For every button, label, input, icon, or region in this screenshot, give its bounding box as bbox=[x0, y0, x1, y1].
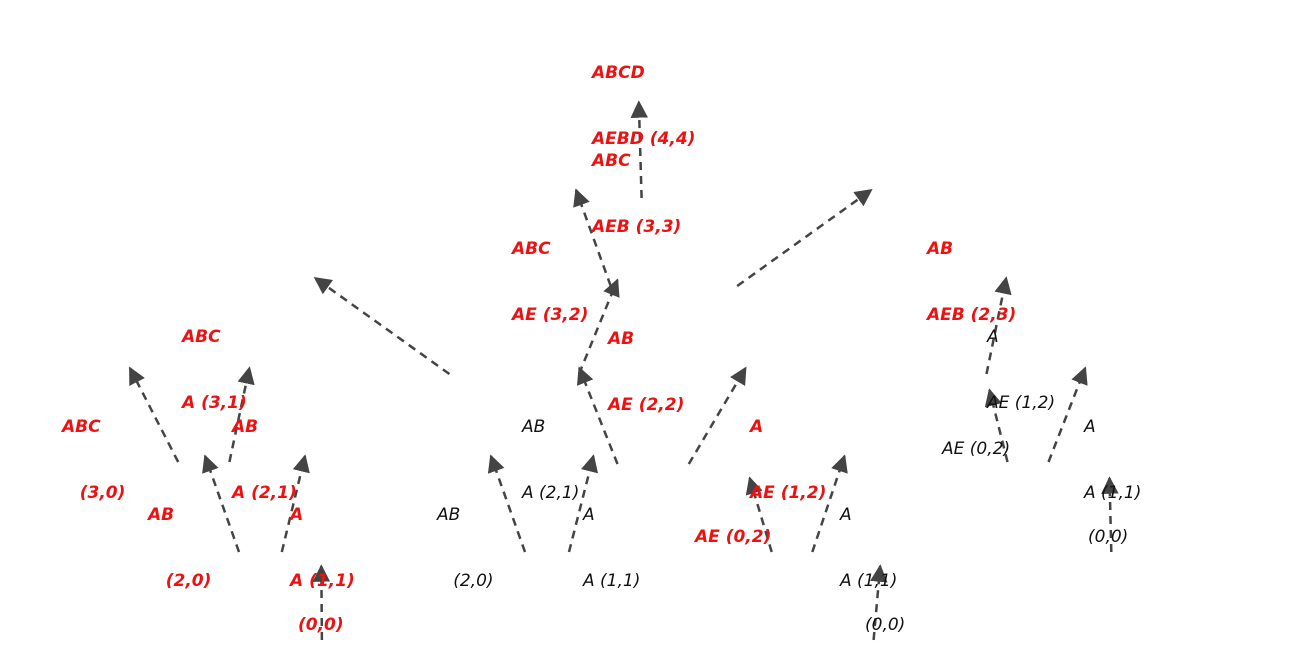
tree-edge-arrow bbox=[985, 276, 1012, 375]
tree-edge-arrow bbox=[870, 564, 888, 641]
node-line-1: ABCD bbox=[592, 63, 645, 83]
node-line-1: (0,0) bbox=[298, 615, 344, 635]
tree-edge-arrow bbox=[630, 100, 649, 199]
node-line-2: A (1,1) bbox=[1084, 483, 1142, 503]
node-line-2: AE (1,2) bbox=[750, 483, 827, 503]
node-line-1: A bbox=[750, 417, 764, 437]
tree-node: ABC AEB (3,3) bbox=[592, 106, 681, 282]
tree-edge-arrow bbox=[128, 366, 180, 463]
node-line-2: A (1,1) bbox=[290, 571, 355, 591]
node-line-1: A bbox=[290, 505, 304, 525]
node-line-2: AE (1,2) bbox=[987, 393, 1056, 413]
tree-edge-arrow bbox=[573, 188, 612, 287]
node-line-1: AB bbox=[437, 505, 461, 525]
node-line-2: A (2,1) bbox=[232, 483, 297, 503]
tree-node-leaf: (0,0) bbox=[298, 570, 344, 658]
node-line-2: AE (3,2) bbox=[512, 305, 589, 325]
node-line-1: AE (0,2) bbox=[942, 439, 1011, 459]
node-line-2: AEBD (4,4) bbox=[592, 129, 696, 149]
node-line-2: A (1,1) bbox=[583, 571, 641, 591]
tree-edge-arrow bbox=[487, 454, 527, 553]
node-line-2: A (2,1) bbox=[522, 483, 580, 503]
tree-edge-arrow bbox=[1047, 366, 1088, 463]
node-line-1: (0,0) bbox=[865, 615, 906, 635]
node-line-1: ABC bbox=[512, 239, 551, 259]
node-line-2: (2,0) bbox=[437, 571, 494, 591]
tree-node: A A (1,1) bbox=[290, 460, 355, 636]
tree-node: AB AEB (2,3) bbox=[927, 194, 1016, 370]
node-line-1: (0,0) bbox=[1088, 527, 1129, 547]
tree-node: A A (1,1) bbox=[1084, 372, 1141, 548]
tree-node: AB A (2,1) bbox=[232, 372, 297, 548]
tree-edge-arrow bbox=[1101, 476, 1119, 553]
node-line-2: A (3,1) bbox=[182, 393, 247, 413]
tree-edge-arrow bbox=[202, 454, 241, 553]
tree-edge-arrow bbox=[312, 564, 331, 641]
tree-edge-arrow bbox=[567, 454, 599, 553]
node-line-1: A bbox=[583, 505, 595, 525]
node-line-1: ABC bbox=[182, 327, 221, 347]
node-line-2: AEB (2,3) bbox=[927, 305, 1017, 325]
node-line-1: AB bbox=[232, 417, 259, 437]
node-line-2: A (1,1) bbox=[840, 571, 898, 591]
node-line-1: ABC bbox=[592, 151, 631, 171]
tree-node: AB A (2,1) bbox=[522, 372, 579, 548]
tree-node: AB AE (2,2) bbox=[608, 284, 684, 460]
tree-node-leaf: (0,0) bbox=[865, 570, 905, 658]
tree-edge-arrow bbox=[576, 366, 619, 465]
tree-node: A AE (1,2) bbox=[987, 282, 1055, 458]
node-line-1: AB bbox=[148, 505, 175, 525]
tree-edge-arrow bbox=[313, 276, 451, 376]
tree-node: AB (2,0) bbox=[148, 460, 211, 636]
tree-node: ABC (3,0) bbox=[62, 372, 125, 548]
tree-edge-arrow bbox=[984, 388, 1009, 463]
node-line-2: (3,0) bbox=[62, 483, 126, 503]
node-line-1: ABC bbox=[62, 417, 101, 437]
tree-node: AE (0,2) bbox=[942, 394, 1010, 504]
tree-edge-arrow bbox=[811, 454, 848, 553]
node-line-1: AB bbox=[522, 417, 546, 437]
tree-node: AB (2,0) bbox=[437, 460, 494, 636]
node-line-2: AE (2,2) bbox=[608, 395, 685, 415]
node-line-1: AE (0,2) bbox=[695, 527, 772, 547]
tree-node: AE (0,2) bbox=[695, 482, 771, 592]
tree-node: A A (1,1) bbox=[583, 460, 640, 636]
tree-edge-arrow bbox=[736, 188, 873, 288]
tree-edge-arrow bbox=[687, 366, 747, 465]
node-line-1: AB bbox=[608, 329, 635, 349]
tree-node: ABC AE (3,2) bbox=[512, 194, 588, 370]
tree-edge-arrow bbox=[577, 278, 620, 375]
node-line-1: AB bbox=[927, 239, 954, 259]
tree-node-root: ABCD AEBD (4,4) bbox=[592, 18, 695, 194]
node-line-2: AEB (3,3) bbox=[592, 217, 682, 237]
tree-node: A A (1,1) bbox=[840, 460, 897, 636]
tree-node-leaf: (0,0) bbox=[1088, 482, 1128, 592]
node-line-2: (2,0) bbox=[148, 571, 212, 591]
node-line-1: A bbox=[840, 505, 852, 525]
tree-node: ABC A (3,1) bbox=[182, 282, 247, 458]
tree-node: A AE (1,2) bbox=[750, 372, 826, 548]
tree-edge-arrow bbox=[280, 454, 310, 553]
node-line-1: A bbox=[1084, 417, 1096, 437]
tree-edge-arrow bbox=[228, 366, 255, 463]
node-line-1: A bbox=[987, 327, 999, 347]
